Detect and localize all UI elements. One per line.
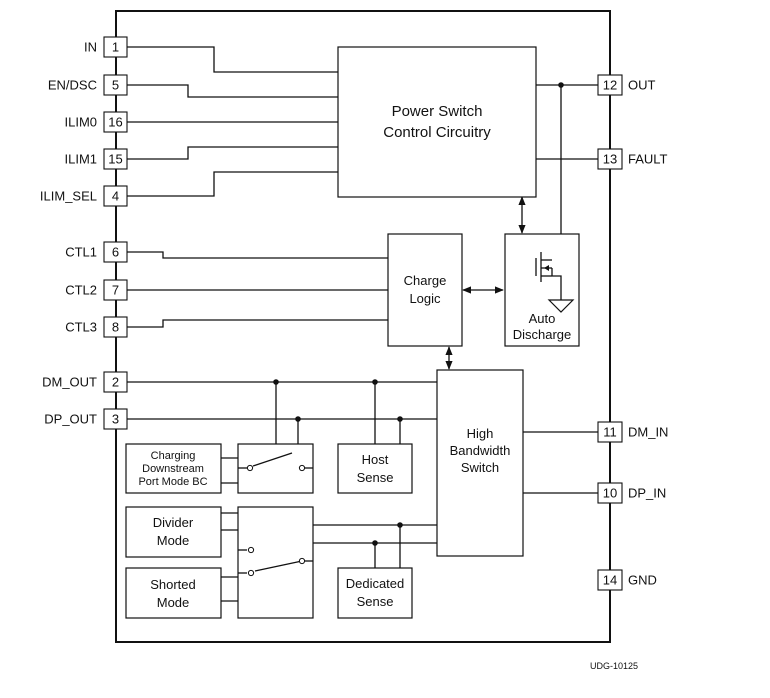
pin-gnd: 14 GND: [597, 569, 657, 591]
svg-text:Mode: Mode: [157, 533, 190, 548]
svg-text:Sense: Sense: [357, 470, 394, 485]
svg-text:Control Circuitry: Control Circuitry: [383, 124, 491, 141]
svg-text:13: 13: [603, 152, 617, 167]
charging-downstream-block: Charging Downstream Port Mode BC: [125, 443, 222, 494]
pin-fault: 13 FAULT: [597, 148, 668, 170]
pin-ilim0: 16 ILIM0: [64, 111, 128, 133]
svg-text:Auto: Auto: [529, 311, 556, 326]
svg-text:12: 12: [603, 78, 617, 93]
svg-text:EN/DSC: EN/DSC: [48, 78, 97, 93]
svg-text:DM_OUT: DM_OUT: [42, 375, 97, 390]
svg-text:DM_IN: DM_IN: [628, 425, 668, 440]
divider-mode-block: Divider Mode: [125, 506, 222, 558]
svg-text:DP_OUT: DP_OUT: [44, 412, 97, 427]
pin-dp-out: 3 DP_OUT: [44, 408, 128, 430]
dedicated-sense-block: Dedicated Sense: [337, 567, 413, 619]
svg-text:14: 14: [603, 573, 617, 588]
svg-text:GND: GND: [628, 573, 657, 588]
high-bandwidth-switch-block: High Bandwidth Switch: [436, 369, 524, 557]
svg-text:Dedicated: Dedicated: [346, 576, 405, 591]
pin-ilim-sel: 4 ILIM_SEL: [40, 185, 128, 207]
shorted-mode-block: Shorted Mode: [125, 567, 222, 619]
svg-text:1: 1: [112, 40, 119, 55]
charge-logic-block: Charge Logic: [387, 233, 463, 347]
pin-ctl1: 6 CTL1: [65, 241, 128, 263]
junctions: [273, 82, 564, 546]
svg-text:IN: IN: [84, 40, 97, 55]
svg-text:CTL2: CTL2: [65, 283, 97, 298]
svg-text:Charge: Charge: [404, 273, 447, 288]
pin-ilim1: 15 ILIM1: [64, 148, 128, 170]
auto-discharge-block: Auto Discharge: [504, 233, 580, 347]
mosfet-icon: [535, 252, 562, 300]
svg-text:3: 3: [112, 412, 119, 427]
svg-text:5: 5: [112, 78, 119, 93]
svg-text:4: 4: [112, 189, 119, 204]
svg-text:15: 15: [108, 152, 122, 167]
svg-text:High: High: [467, 426, 494, 441]
svg-text:11: 11: [603, 425, 617, 440]
svg-text:16: 16: [108, 115, 122, 130]
svg-text:8: 8: [112, 320, 119, 335]
svg-text:10: 10: [603, 486, 617, 501]
svg-text:Switch: Switch: [461, 460, 499, 475]
pin-ctl3: 8 CTL3: [65, 316, 128, 338]
svg-text:ILIM_SEL: ILIM_SEL: [40, 189, 97, 204]
svg-text:Host: Host: [362, 452, 389, 467]
svg-text:Discharge: Discharge: [513, 327, 572, 342]
svg-text:ILIM1: ILIM1: [64, 152, 97, 167]
svg-text:Mode: Mode: [157, 595, 190, 610]
svg-text:Power Switch: Power Switch: [392, 103, 483, 120]
mode-switch-block: [237, 506, 314, 619]
svg-text:CTL1: CTL1: [65, 245, 97, 260]
svg-text:Logic: Logic: [409, 291, 441, 306]
pin-en-dsc: 5 EN/DSC: [48, 74, 128, 96]
svg-text:ILIM0: ILIM0: [64, 115, 97, 130]
svg-text:2: 2: [112, 375, 119, 390]
pin-dm-out: 2 DM_OUT: [42, 371, 128, 393]
svg-text:Divider: Divider: [153, 515, 194, 530]
pin-dm-in: 11 DM_IN: [597, 421, 668, 443]
ground-icon: [547, 299, 575, 313]
pin-ctl2: 7 CTL2: [65, 279, 128, 301]
svg-text:Sense: Sense: [357, 594, 394, 609]
figure-reference: UDG-10125: [590, 661, 638, 671]
svg-text:Charging: Charging: [151, 450, 196, 462]
pin-in: 1 IN: [84, 36, 128, 58]
bc-switch-block: [237, 443, 314, 494]
power-switch-block: Power Switch Control Circuitry: [337, 46, 537, 198]
svg-text:DP_IN: DP_IN: [628, 486, 666, 501]
pin-out: 12 OUT: [597, 74, 656, 96]
svg-text:CTL3: CTL3: [65, 320, 97, 335]
svg-text:7: 7: [112, 283, 119, 298]
pin-dp-in: 10 DP_IN: [597, 482, 666, 504]
svg-text:OUT: OUT: [628, 78, 656, 93]
svg-text:Port Mode BC: Port Mode BC: [138, 476, 207, 488]
svg-text:Bandwidth: Bandwidth: [450, 443, 511, 458]
svg-text:FAULT: FAULT: [628, 152, 668, 167]
svg-text:6: 6: [112, 245, 119, 260]
svg-text:Downstream: Downstream: [142, 463, 204, 475]
host-sense-block: Host Sense: [337, 443, 413, 494]
svg-text:Shorted: Shorted: [150, 577, 196, 592]
